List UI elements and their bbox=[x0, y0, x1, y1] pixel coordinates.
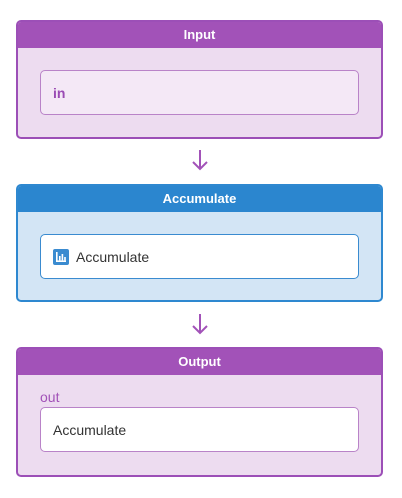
accumulate-node-title: Accumulate bbox=[18, 186, 381, 212]
accumulate-node[interactable]: Accumulate Accumulate bbox=[16, 184, 383, 302]
input-field[interactable]: in bbox=[40, 70, 359, 115]
accumulate-field-label: Accumulate bbox=[76, 248, 150, 265]
input-node[interactable]: Input in bbox=[16, 20, 383, 139]
arrow-down-icon bbox=[192, 150, 208, 171]
output-field[interactable]: Accumulate bbox=[40, 407, 359, 452]
output-port-label: out bbox=[40, 389, 60, 405]
arrow-down-icon bbox=[192, 314, 208, 335]
input-node-title: Input bbox=[18, 22, 381, 48]
output-node[interactable]: Output out Accumulate bbox=[16, 347, 383, 477]
bar-chart-icon bbox=[53, 248, 69, 265]
output-node-title: Output bbox=[18, 349, 381, 375]
accumulate-field[interactable]: Accumulate bbox=[40, 234, 359, 279]
